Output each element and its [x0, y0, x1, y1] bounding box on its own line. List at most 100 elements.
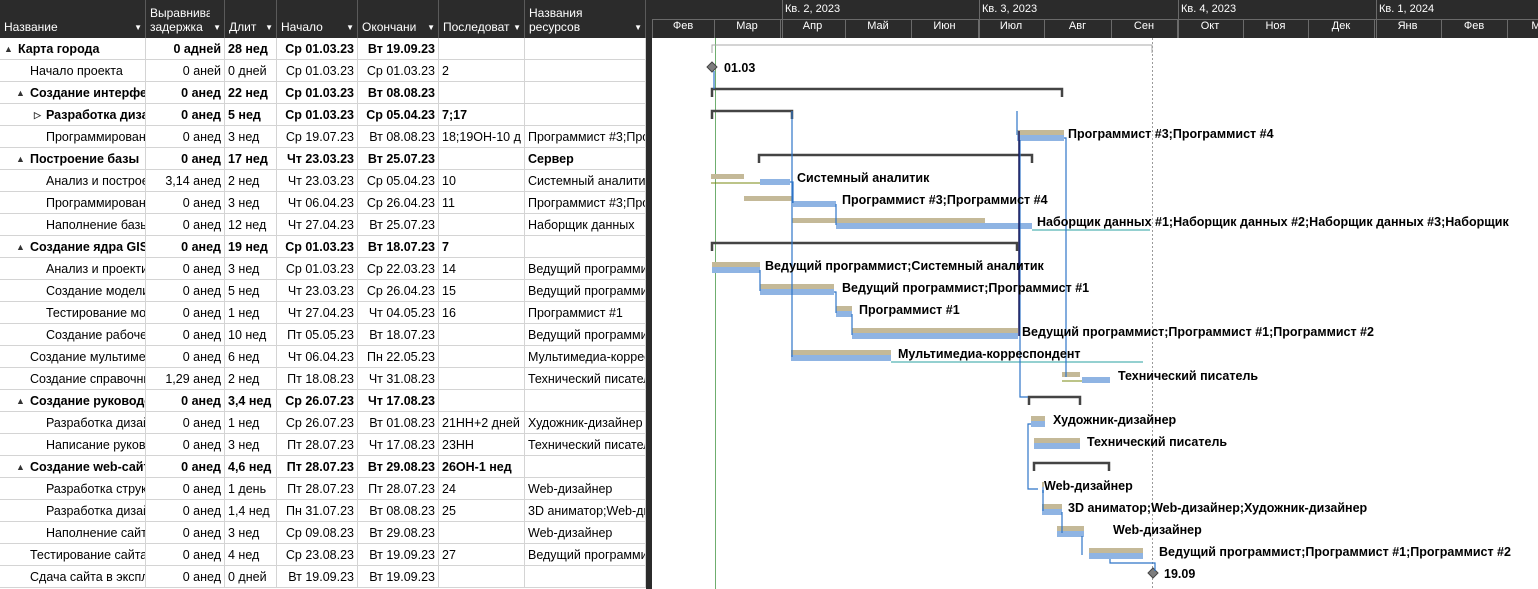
- cell-delay[interactable]: 0 анед: [146, 346, 225, 368]
- cell-start[interactable]: Ср 01.03.23: [277, 258, 358, 280]
- task-name-cell[interactable]: ▲Построение базы: [0, 148, 146, 170]
- cell-res[interactable]: [525, 82, 646, 104]
- cell-res[interactable]: Ведущий программист: [525, 544, 646, 566]
- cell-start[interactable]: Пт 18.08.23: [277, 368, 358, 390]
- cell-succ[interactable]: [439, 368, 525, 390]
- cell-delay[interactable]: 0 анед: [146, 236, 225, 258]
- collapse-icon[interactable]: ▲: [16, 88, 25, 98]
- column-header-6[interactable]: Названия ресурсов▼: [525, 0, 646, 38]
- cell-res[interactable]: [525, 390, 646, 412]
- cell-dur[interactable]: 4 нед: [225, 544, 277, 566]
- task-name-cell[interactable]: ▷Разработка дизайна: [0, 104, 146, 126]
- cell-end[interactable]: Вт 18.07.23: [358, 236, 439, 258]
- cell-delay[interactable]: 0 анед: [146, 456, 225, 478]
- dropdown-arrow-icon[interactable]: ▼: [134, 23, 142, 32]
- cell-res[interactable]: [525, 456, 646, 478]
- dropdown-arrow-icon[interactable]: ▼: [427, 23, 435, 32]
- task-name-cell[interactable]: Разработка дизайна: [0, 500, 146, 522]
- cell-start[interactable]: Чт 27.04.23: [277, 214, 358, 236]
- cell-dur[interactable]: 10 нед: [225, 324, 277, 346]
- cell-delay[interactable]: 0 анед: [146, 126, 225, 148]
- task-name-cell[interactable]: ▲Создание web-сайта: [0, 456, 146, 478]
- task-name-cell[interactable]: ▲Создание руководства: [0, 390, 146, 412]
- cell-delay[interactable]: 0 анед: [146, 434, 225, 456]
- cell-succ[interactable]: 24: [439, 478, 525, 500]
- task-name-cell[interactable]: Разработка дизайна: [0, 412, 146, 434]
- cell-succ[interactable]: 21НН+2 дней: [439, 412, 525, 434]
- cell-start[interactable]: Пт 28.07.23: [277, 434, 358, 456]
- cell-res[interactable]: Системный аналитик: [525, 170, 646, 192]
- cell-res[interactable]: Web-дизайнер: [525, 478, 646, 500]
- cell-start[interactable]: Ср 01.03.23: [277, 104, 358, 126]
- expand-icon[interactable]: ▷: [34, 110, 41, 120]
- task-name-cell[interactable]: Программирование: [0, 192, 146, 214]
- cell-end[interactable]: Чт 17.08.23: [358, 390, 439, 412]
- cell-delay[interactable]: 0 анед: [146, 522, 225, 544]
- cell-end[interactable]: Вт 29.08.23: [358, 456, 439, 478]
- task-name-cell[interactable]: Тестирование сайта: [0, 544, 146, 566]
- cell-delay[interactable]: 0 анед: [146, 280, 225, 302]
- cell-succ[interactable]: [439, 522, 525, 544]
- cell-start[interactable]: Чт 23.03.23: [277, 170, 358, 192]
- cell-delay[interactable]: 0 анед: [146, 148, 225, 170]
- cell-dur[interactable]: 22 нед: [225, 82, 277, 104]
- task-name-cell[interactable]: Анализ и построение: [0, 170, 146, 192]
- cell-res[interactable]: [525, 566, 646, 588]
- cell-dur[interactable]: 4,6 нед: [225, 456, 277, 478]
- cell-res[interactable]: Художник-дизайнер: [525, 412, 646, 434]
- task-name-cell[interactable]: Создание справочника: [0, 368, 146, 390]
- cell-end[interactable]: Чт 04.05.23: [358, 302, 439, 324]
- collapse-icon[interactable]: ▲: [16, 242, 25, 252]
- cell-start[interactable]: Пт 05.05.23: [277, 324, 358, 346]
- cell-dur[interactable]: 19 нед: [225, 236, 277, 258]
- cell-start[interactable]: Чт 23.03.23: [277, 280, 358, 302]
- cell-delay[interactable]: 0 анед: [146, 104, 225, 126]
- cell-delay[interactable]: 0 анед: [146, 390, 225, 412]
- collapse-icon[interactable]: ▲: [16, 396, 25, 406]
- task-name-cell[interactable]: Наполнение базы: [0, 214, 146, 236]
- cell-delay[interactable]: 1,29 анед: [146, 368, 225, 390]
- cell-delay[interactable]: 0 анед: [146, 324, 225, 346]
- cell-res[interactable]: Web-дизайнер: [525, 522, 646, 544]
- cell-end[interactable]: Вт 25.07.23: [358, 214, 439, 236]
- cell-dur[interactable]: 17 нед: [225, 148, 277, 170]
- task-name-cell[interactable]: ▲Создание интерфейса: [0, 82, 146, 104]
- cell-start[interactable]: Ср 26.07.23: [277, 412, 358, 434]
- cell-succ[interactable]: [439, 566, 525, 588]
- split-divider[interactable]: [646, 0, 652, 589]
- cell-succ[interactable]: 2: [439, 60, 525, 82]
- task-name-cell[interactable]: Написание руководства: [0, 434, 146, 456]
- cell-res[interactable]: [525, 104, 646, 126]
- cell-succ[interactable]: 10: [439, 170, 525, 192]
- cell-res[interactable]: Технический писатель: [525, 434, 646, 456]
- cell-dur[interactable]: 28 нед: [225, 38, 277, 60]
- cell-delay[interactable]: 0 анед: [146, 500, 225, 522]
- cell-res[interactable]: Технический писатель: [525, 368, 646, 390]
- column-header-3[interactable]: Начало▼: [277, 0, 358, 38]
- cell-res[interactable]: [525, 236, 646, 258]
- cell-delay[interactable]: 0 анед: [146, 192, 225, 214]
- cell-res[interactable]: Наборщик данных: [525, 214, 646, 236]
- cell-delay[interactable]: 0 аней: [146, 60, 225, 82]
- cell-succ[interactable]: 26ОН-1 нед: [439, 456, 525, 478]
- cell-end[interactable]: Ср 05.04.23: [358, 170, 439, 192]
- cell-succ[interactable]: 18;19ОН-10 д: [439, 126, 525, 148]
- cell-end[interactable]: Пт 28.07.23: [358, 478, 439, 500]
- cell-dur[interactable]: 3,4 нед: [225, 390, 277, 412]
- cell-res[interactable]: Ведущий программист: [525, 324, 646, 346]
